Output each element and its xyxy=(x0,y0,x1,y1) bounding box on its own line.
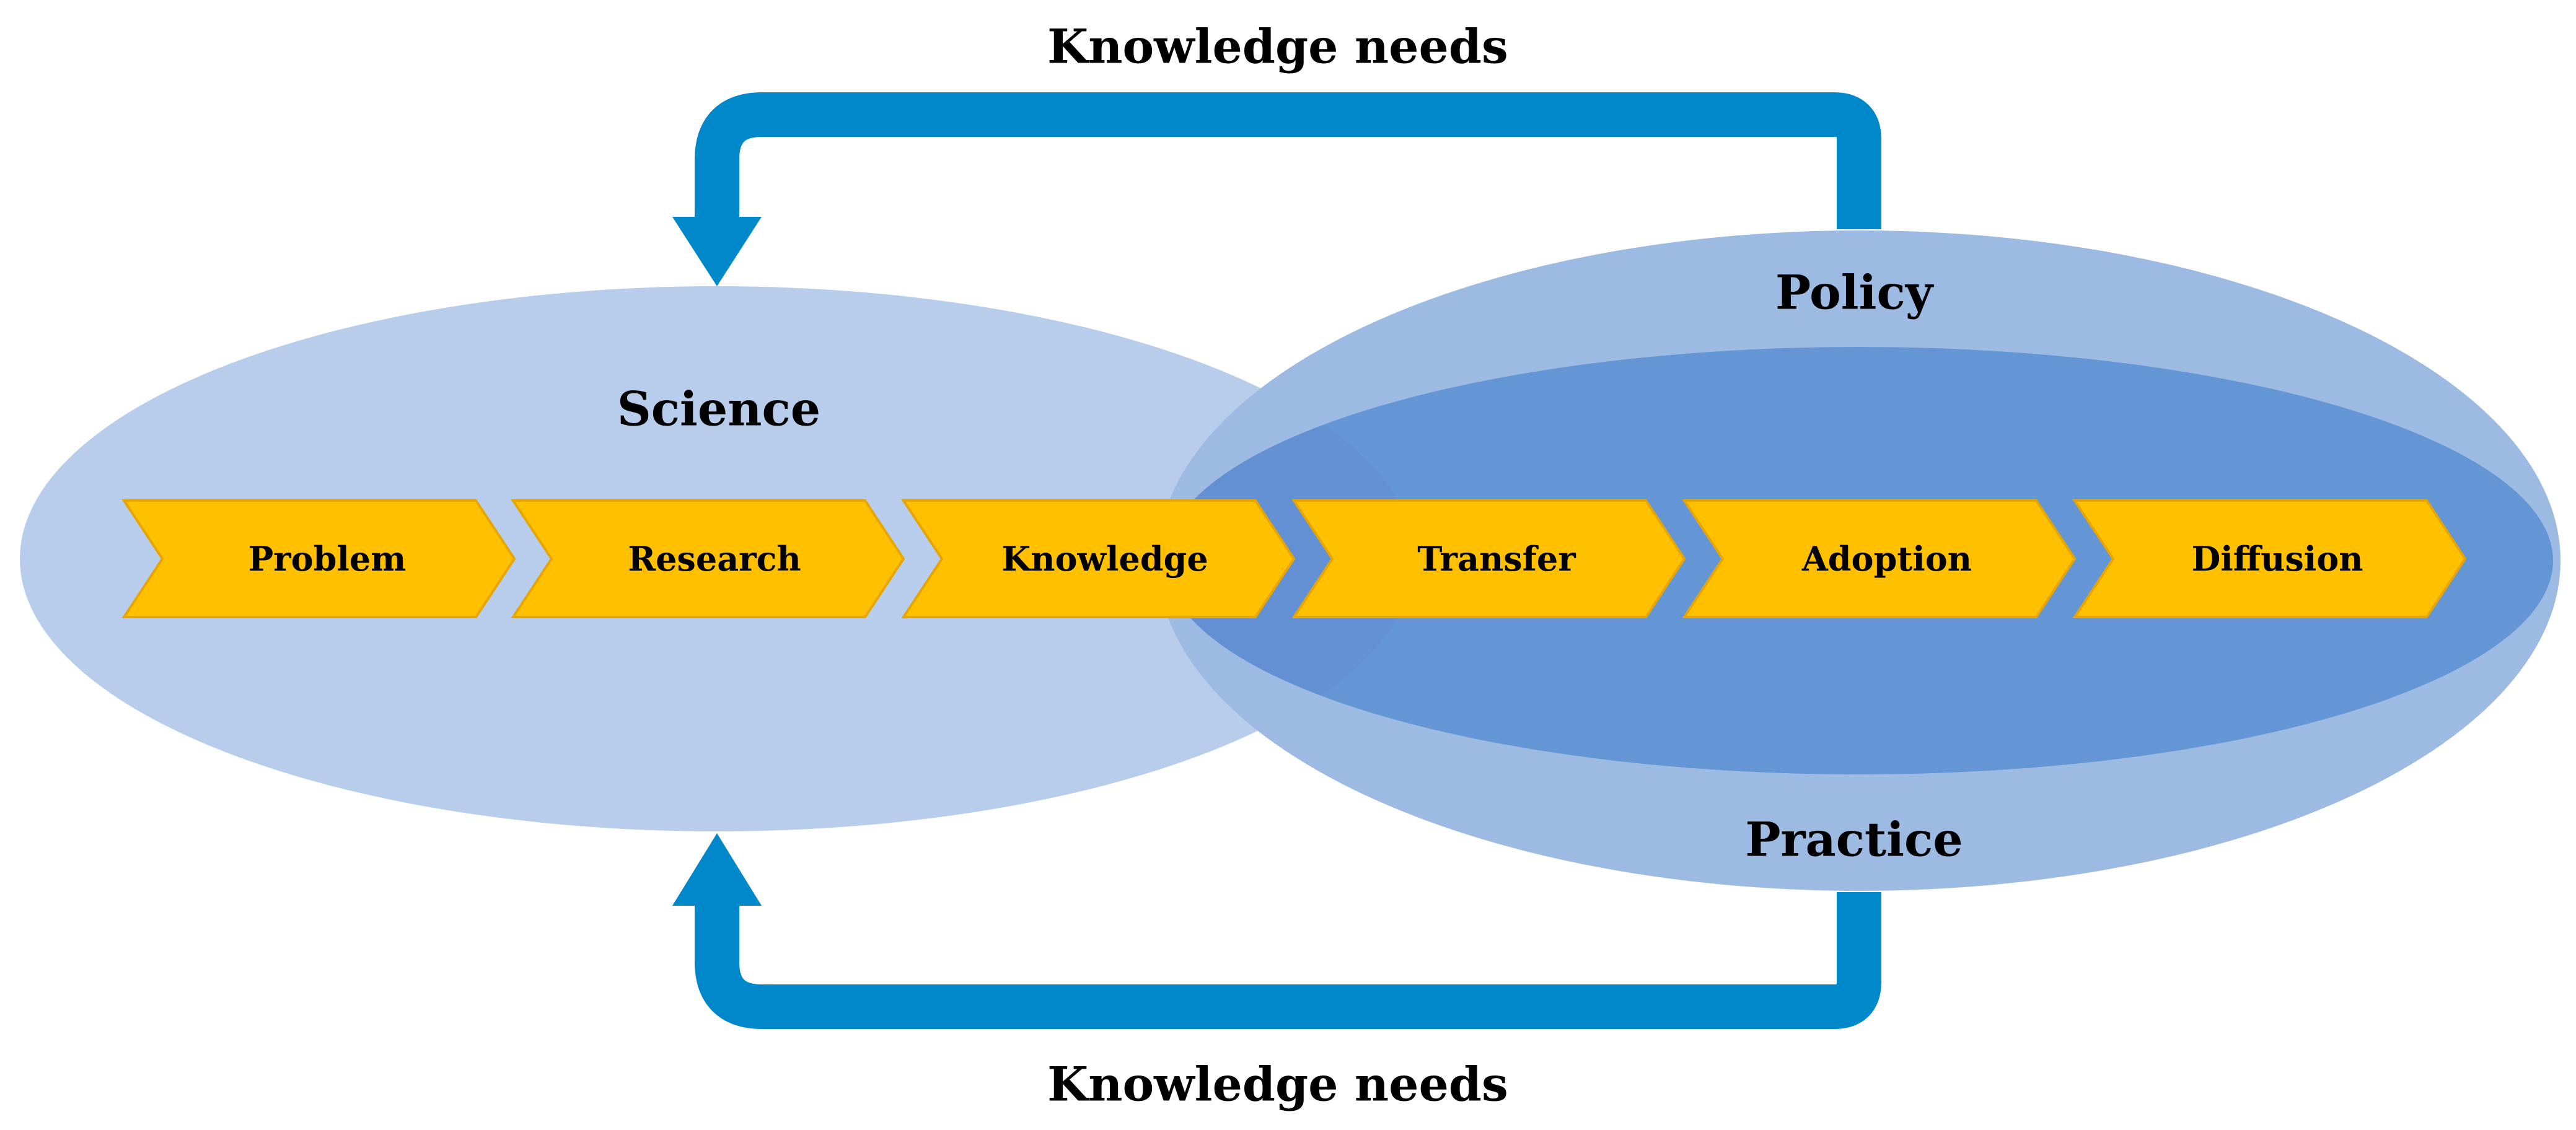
step-label: Knowledge xyxy=(1001,539,1208,579)
step-label: Transfer xyxy=(1417,539,1576,579)
step-chevron-adoption: Adoption xyxy=(1682,499,2077,618)
step-label: Adoption xyxy=(1801,539,1972,579)
top-arrowhead-icon xyxy=(672,217,762,286)
step-chevron-problem: Problem xyxy=(121,499,516,618)
science-label: Science xyxy=(617,382,820,437)
top-knowledge-needs-label: Knowledge needs xyxy=(1047,19,1508,74)
step-chevron-research: Research xyxy=(511,499,905,618)
step-label: Research xyxy=(628,539,801,579)
step-chevron-diffusion: Diffusion xyxy=(2072,499,2467,618)
step-label: Problem xyxy=(248,539,407,579)
bottom-knowledge-needs-label: Knowledge needs xyxy=(1047,1057,1508,1112)
practice-label: Practice xyxy=(1745,812,1963,867)
step-label: Diffusion xyxy=(2191,539,2363,579)
policy-label: Policy xyxy=(1775,265,1934,320)
top-feedback-arrow xyxy=(695,92,1881,229)
bottom-arrowhead-icon xyxy=(672,833,762,906)
bottom-feedback-arrow xyxy=(695,892,1881,1029)
step-chevron-knowledge: Knowledge xyxy=(901,499,1296,618)
step-chevron-transfer: Transfer xyxy=(1291,499,1686,618)
